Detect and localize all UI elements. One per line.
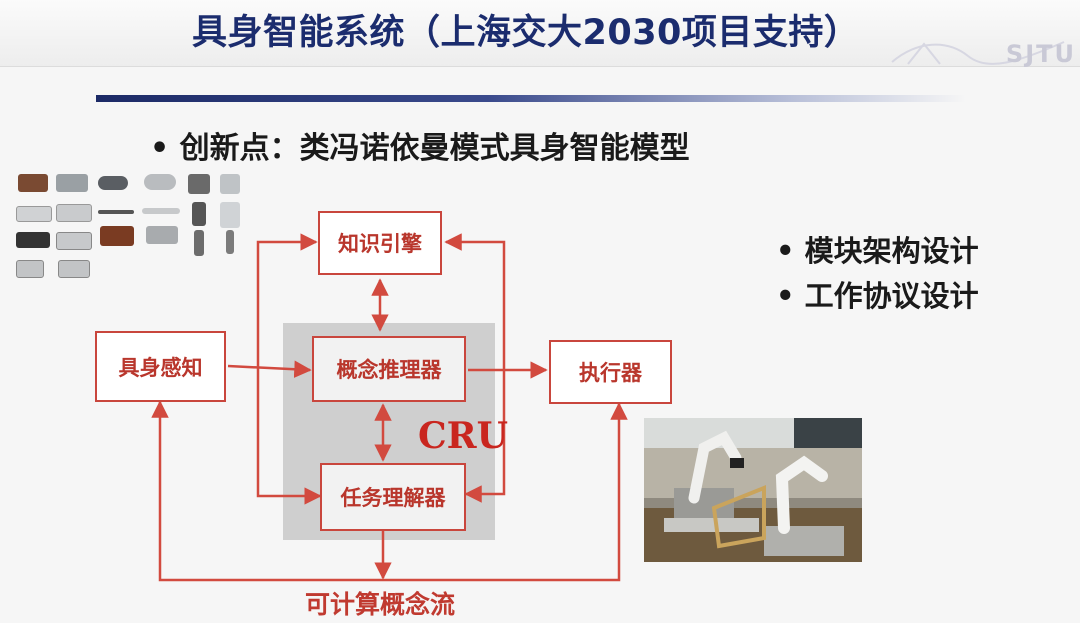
thumbnail-image <box>220 202 240 228</box>
thumbnail-image <box>16 260 44 278</box>
arrow-left-loop <box>256 233 322 505</box>
object-thumbnails <box>12 172 252 282</box>
thumbnail-image <box>18 174 48 192</box>
thumbnail-image <box>144 174 176 190</box>
thumbnail-image <box>100 226 134 246</box>
concept-flow-label: 可计算概念流 <box>305 590 456 619</box>
thumbnail-image <box>58 260 90 278</box>
side-bullet-protocol-design: • 工作协议设计 <box>776 279 979 313</box>
cru-label: CRU <box>418 415 508 457</box>
arrow-bottom-loop <box>151 400 628 582</box>
thumbnail-image <box>226 230 234 254</box>
node-executor: 执行器 <box>549 340 672 404</box>
thumbnail-image <box>220 174 240 194</box>
title-underline <box>96 95 966 102</box>
node-knowledge-engine: 知识引擎 <box>318 211 442 275</box>
thumbnail-image <box>192 202 206 226</box>
thumbnail-image <box>16 206 52 222</box>
thumbnail-image <box>56 232 92 250</box>
node-task-understander: 任务理解器 <box>320 463 466 531</box>
sjtu-logo: SJTU <box>1005 40 1076 68</box>
thumbnail-image <box>98 176 128 190</box>
thumbnail-image <box>146 226 178 244</box>
thumbnail-image <box>56 174 88 192</box>
arrow-right-loop <box>444 233 506 503</box>
thumbnail-image <box>98 210 134 214</box>
node-concept-reasoner: 概念推理器 <box>312 336 466 402</box>
side-bullet-module-design: • 模块架构设计 <box>776 234 979 268</box>
thumbnail-image <box>142 208 180 214</box>
innovation-bullet: • 创新点：类冯诺依曼模式具身智能模型 <box>150 131 690 166</box>
thumbnail-image <box>56 204 92 222</box>
arrow-perception-to-reasoner <box>227 360 312 378</box>
thumbnail-image <box>16 232 50 248</box>
thumbnail-image <box>194 230 204 256</box>
logo-swoosh-graphic <box>891 41 1065 65</box>
thumbnail-image <box>188 174 210 194</box>
robot-arms-photo <box>644 418 862 562</box>
title-band <box>0 0 1080 67</box>
node-embodied-perception: 具身感知 <box>95 331 226 402</box>
slide-title: 具身智能系统（上海交大2030项目支持） <box>192 13 860 53</box>
